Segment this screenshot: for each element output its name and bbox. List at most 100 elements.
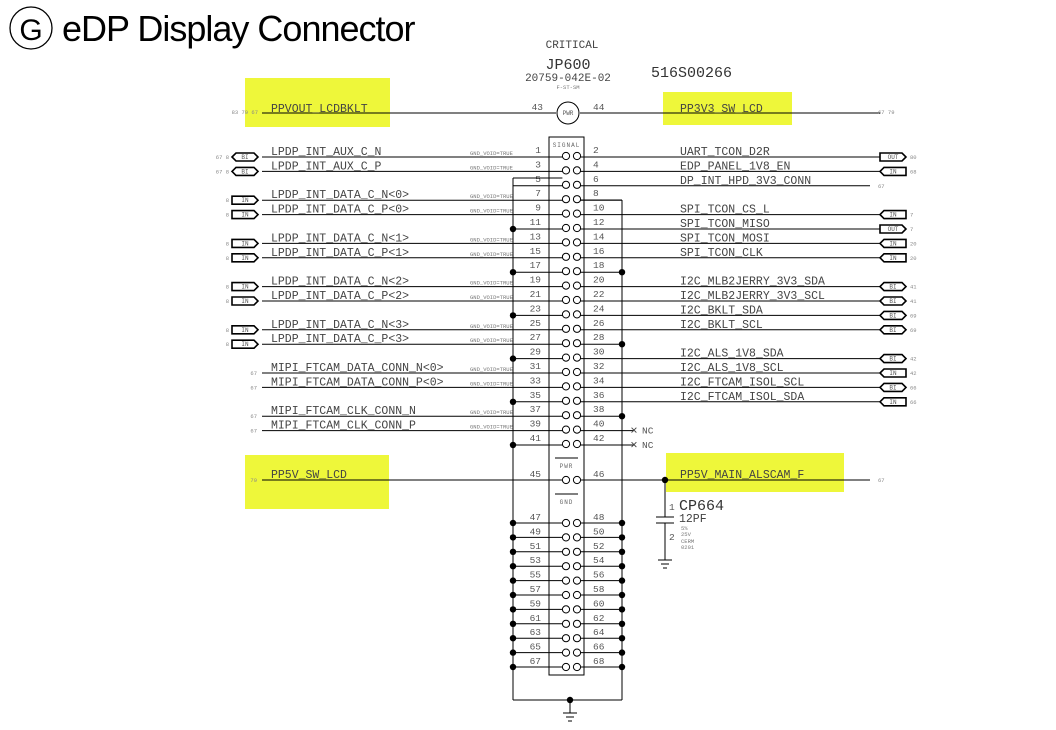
port-symbol-in-label: IN — [241, 240, 249, 247]
port-symbol-in — [878, 238, 907, 249]
pin-circle — [572, 533, 582, 542]
pin-circle — [572, 151, 582, 161]
port-symbol-in — [231, 281, 260, 292]
port-symbol-in-label: IN — [889, 399, 897, 406]
net-label-right: EDP_PANEL_1V8_EN — [680, 160, 790, 173]
power-net-label: PP5V_SW_LCD — [271, 469, 347, 482]
page-ref: 8 — [226, 298, 229, 305]
port-symbol-bi-label: BI — [889, 298, 896, 305]
port-symbol-in-label: IN — [241, 341, 249, 348]
pin-number: 57 — [530, 584, 541, 595]
pin-circle — [561, 411, 571, 420]
pin-circle — [572, 475, 582, 485]
pin-number: 16 — [593, 246, 605, 257]
port-symbol-in — [231, 296, 260, 306]
port-symbol-in-label: IN — [241, 255, 249, 262]
pin-number: 35 — [530, 390, 542, 401]
page-ref: 80 — [910, 154, 917, 161]
pin-number: 53 — [530, 555, 542, 566]
port-symbol-in-label: IN — [889, 168, 897, 175]
pin-circle — [572, 267, 582, 276]
pin-circle — [572, 339, 582, 348]
net-label-left: LPDP_INT_DATA_C_N<1> — [271, 232, 409, 245]
pin-number: 42 — [593, 433, 605, 444]
junction-dot — [618, 534, 626, 541]
pin-circle — [561, 295, 571, 305]
port-symbol-in — [231, 325, 260, 335]
port-symbol-bi — [878, 382, 908, 393]
page-ref: 79 — [250, 477, 257, 484]
page-ref: 67 — [878, 477, 885, 484]
junction-dot — [618, 649, 626, 656]
page-ref: 67 8 — [216, 154, 229, 161]
net-attribute: GND_VOID=TRUE — [470, 208, 514, 215]
port-symbol-in-label: IN — [889, 212, 897, 219]
pin-circle — [572, 590, 582, 600]
junction-dot — [618, 620, 626, 627]
nc-label: NC — [642, 426, 654, 437]
pin-number: 28 — [593, 332, 605, 343]
pin-circle — [561, 518, 571, 528]
port-symbol-in-label: IN — [241, 197, 249, 204]
net-label-right: I2C_BKLT_SCL — [680, 319, 763, 332]
net-label-left: LPDP_INT_DATA_C_P<2> — [271, 290, 409, 303]
port-symbol-in-label: IN — [241, 298, 249, 305]
page-ref: 20 — [910, 240, 917, 247]
junction-dot — [509, 355, 517, 362]
pin-circle — [572, 605, 582, 614]
pin-circle — [572, 166, 582, 175]
pin-circle — [572, 425, 582, 434]
pin-circle — [572, 353, 582, 362]
pin-circle — [561, 562, 571, 571]
pin-circle — [572, 310, 582, 319]
pin-circle — [572, 648, 582, 657]
junction-dot — [509, 312, 517, 319]
page-ref: 69 — [910, 327, 917, 334]
net-label-right: I2C_MLB2JERRY_3V3_SCL — [680, 290, 825, 303]
pin-circle — [572, 562, 582, 571]
page-ref: 68 — [910, 168, 917, 175]
pin-number: 33 — [530, 375, 542, 386]
net-label-right: I2C_FTCAM_ISOL_SDA — [680, 391, 804, 404]
junction-dot — [618, 519, 626, 527]
port-symbol-in — [878, 253, 907, 263]
net-attribute: GND_VOID=TRUE — [470, 164, 514, 171]
junction-dot — [618, 548, 626, 555]
pin-circle — [561, 662, 571, 672]
page-ref: 41 — [910, 298, 917, 305]
pin-number: 48 — [593, 512, 605, 523]
nc-label: NC — [642, 440, 654, 451]
pin-circle — [561, 367, 571, 377]
pin-circle — [561, 619, 571, 628]
port-symbol-out-label: OUT — [888, 226, 899, 233]
pin-circle — [561, 648, 571, 657]
pin-number: 40 — [593, 419, 605, 430]
junction-dot — [618, 413, 626, 420]
pin-number: 36 — [593, 390, 605, 401]
page-ref: 66 — [910, 399, 917, 406]
net-attribute: GND_VOID=TRUE — [470, 380, 514, 387]
cap-pin-number: 2 — [669, 532, 675, 543]
page-ref: 67 — [250, 370, 257, 377]
junction-dot — [509, 548, 517, 555]
power-net-label: PP3V3_SW_LCD — [680, 103, 763, 116]
pin-number: 44 — [593, 102, 605, 113]
pin-number: 32 — [593, 361, 605, 372]
junction-dot — [509, 635, 517, 642]
port-symbol-bi-label: BI — [241, 168, 248, 175]
pin-number: 64 — [593, 627, 605, 638]
page-ref: 20 — [910, 255, 917, 262]
pin-number: 65 — [530, 642, 542, 653]
pin-circle — [561, 590, 571, 600]
pin-circle — [561, 223, 571, 233]
net-label-left: LPDP_INT_AUX_C_N — [271, 146, 381, 159]
page-ref: 8 — [226, 327, 229, 334]
pin-circle — [572, 238, 582, 247]
pin-circle — [572, 195, 582, 204]
net-attribute: GND_VOID=TRUE — [470, 251, 514, 258]
pin-circle — [561, 547, 571, 556]
pin-number: 8 — [593, 188, 599, 199]
junction-dot — [618, 577, 626, 584]
pin-circle — [561, 195, 571, 204]
page-ref: 67 79 — [878, 109, 895, 116]
